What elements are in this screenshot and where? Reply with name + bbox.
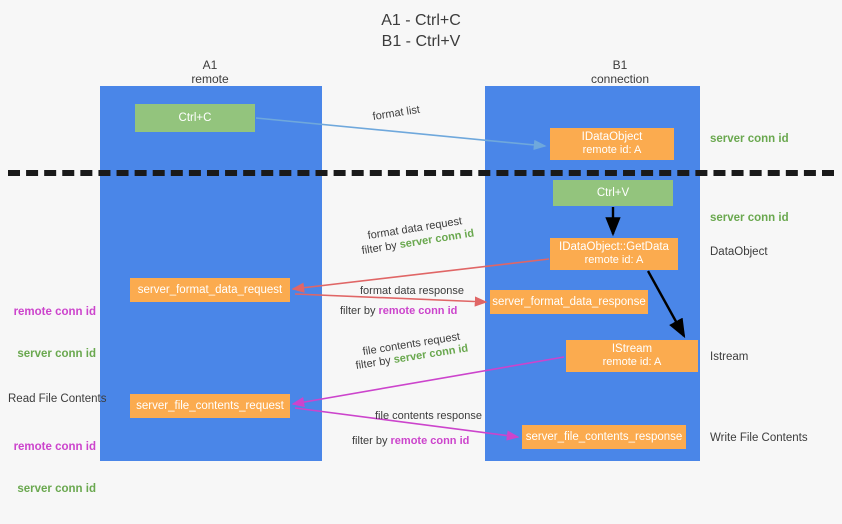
node-ctrl-v[interactable]: Ctrl+V xyxy=(553,180,673,206)
node-server-format-data-response[interactable]: server_format_data_response xyxy=(490,290,648,314)
node-idataobject[interactable]: IDataObject remote id: A xyxy=(550,128,674,160)
node-getdata-line2: remote id: A xyxy=(584,254,644,266)
node-ctrl-v-label: Ctrl+V xyxy=(596,186,630,199)
node-getdata-line1: IDataObject::GetData xyxy=(559,241,669,253)
filter-prefix: filter by xyxy=(354,354,395,373)
label-file-contents-response-filter: filter by remote conn id xyxy=(352,434,469,449)
annotation-server-conn-id-mid: server conn id xyxy=(710,211,789,225)
remote-conn-id-key: remote conn id xyxy=(378,305,458,317)
filter-prefix: filter by xyxy=(340,305,379,317)
lane-header-b1: B1 connection xyxy=(590,58,650,86)
annotation-write-file-contents: Write File Contents xyxy=(710,431,808,445)
annotation-remote-conn-id: remote conn id xyxy=(13,306,96,318)
annotation-read-file-contents: Read File Contents xyxy=(8,392,106,406)
label-format-list: format list xyxy=(371,103,421,124)
filter-prefix: filter by xyxy=(360,239,401,258)
node-server-file-contents-request[interactable]: server_file_contents_request xyxy=(130,394,290,418)
node-getdata[interactable]: IDataObject::GetData remote id: A xyxy=(550,238,678,270)
node-istream-line1: IStream xyxy=(611,343,653,355)
node-idataobject-line2: remote id: A xyxy=(582,144,642,156)
page-title: A1 - Ctrl+C B1 - Ctrl+V xyxy=(381,12,461,50)
node-server-format-data-response-label: server_format_data_response xyxy=(492,295,646,308)
node-ctrl-c-label: Ctrl+C xyxy=(178,111,212,124)
annotation-dataobject: DataObject xyxy=(710,245,768,259)
node-server-format-data-request-label: server_format_data_request xyxy=(137,283,283,296)
annotation-text: Read File Contents xyxy=(8,393,107,405)
diagram-canvas: A1 - Ctrl+C B1 - Ctrl+V A1 remote B1 con… xyxy=(8,12,834,495)
node-server-file-contents-response-label: server_file_contents_response xyxy=(525,430,683,443)
lane-header-a1: A1 remote xyxy=(191,58,229,86)
annotation-text: DataObject xyxy=(710,246,768,258)
annotation-text: Istream xyxy=(710,351,749,363)
filter-prefix: filter by xyxy=(352,435,391,447)
node-server-format-data-request[interactable]: server_format_data_request xyxy=(130,278,290,302)
node-idataobject-line1: IDataObject xyxy=(581,131,643,143)
node-server-file-contents-response[interactable]: server_file_contents_response xyxy=(522,425,686,449)
phase-divider xyxy=(8,170,834,176)
node-istream-line2: remote id: A xyxy=(602,356,662,368)
annotation-conn-ids-format: remote conn id server conn id xyxy=(8,277,96,389)
node-ctrl-c[interactable]: Ctrl+C xyxy=(135,104,255,132)
annotation-text: Write File Contents xyxy=(710,432,808,444)
annotation-server-conn-id: server conn id xyxy=(17,483,96,495)
annotation-text: server conn id xyxy=(710,133,789,145)
node-server-file-contents-request-label: server_file_contents_request xyxy=(136,399,284,412)
remote-conn-id-key: remote conn id xyxy=(390,435,470,447)
annotation-server-conn-id: server conn id xyxy=(17,348,96,360)
label-file-contents-response: file contents response xyxy=(375,410,483,422)
annotation-remote-conn-id: remote conn id xyxy=(13,441,96,453)
annotation-conn-ids-file: remote conn id server conn id xyxy=(8,412,96,524)
label-format-data-response-filter: filter by remote conn id xyxy=(340,304,457,319)
annotation-text: server conn id xyxy=(710,212,789,224)
annotation-istream: Istream xyxy=(710,350,748,364)
annotation-server-conn-id-top: server conn id xyxy=(710,132,789,146)
node-istream[interactable]: IStream remote id: A xyxy=(566,340,698,372)
label-format-data-response: format data response xyxy=(360,285,464,297)
